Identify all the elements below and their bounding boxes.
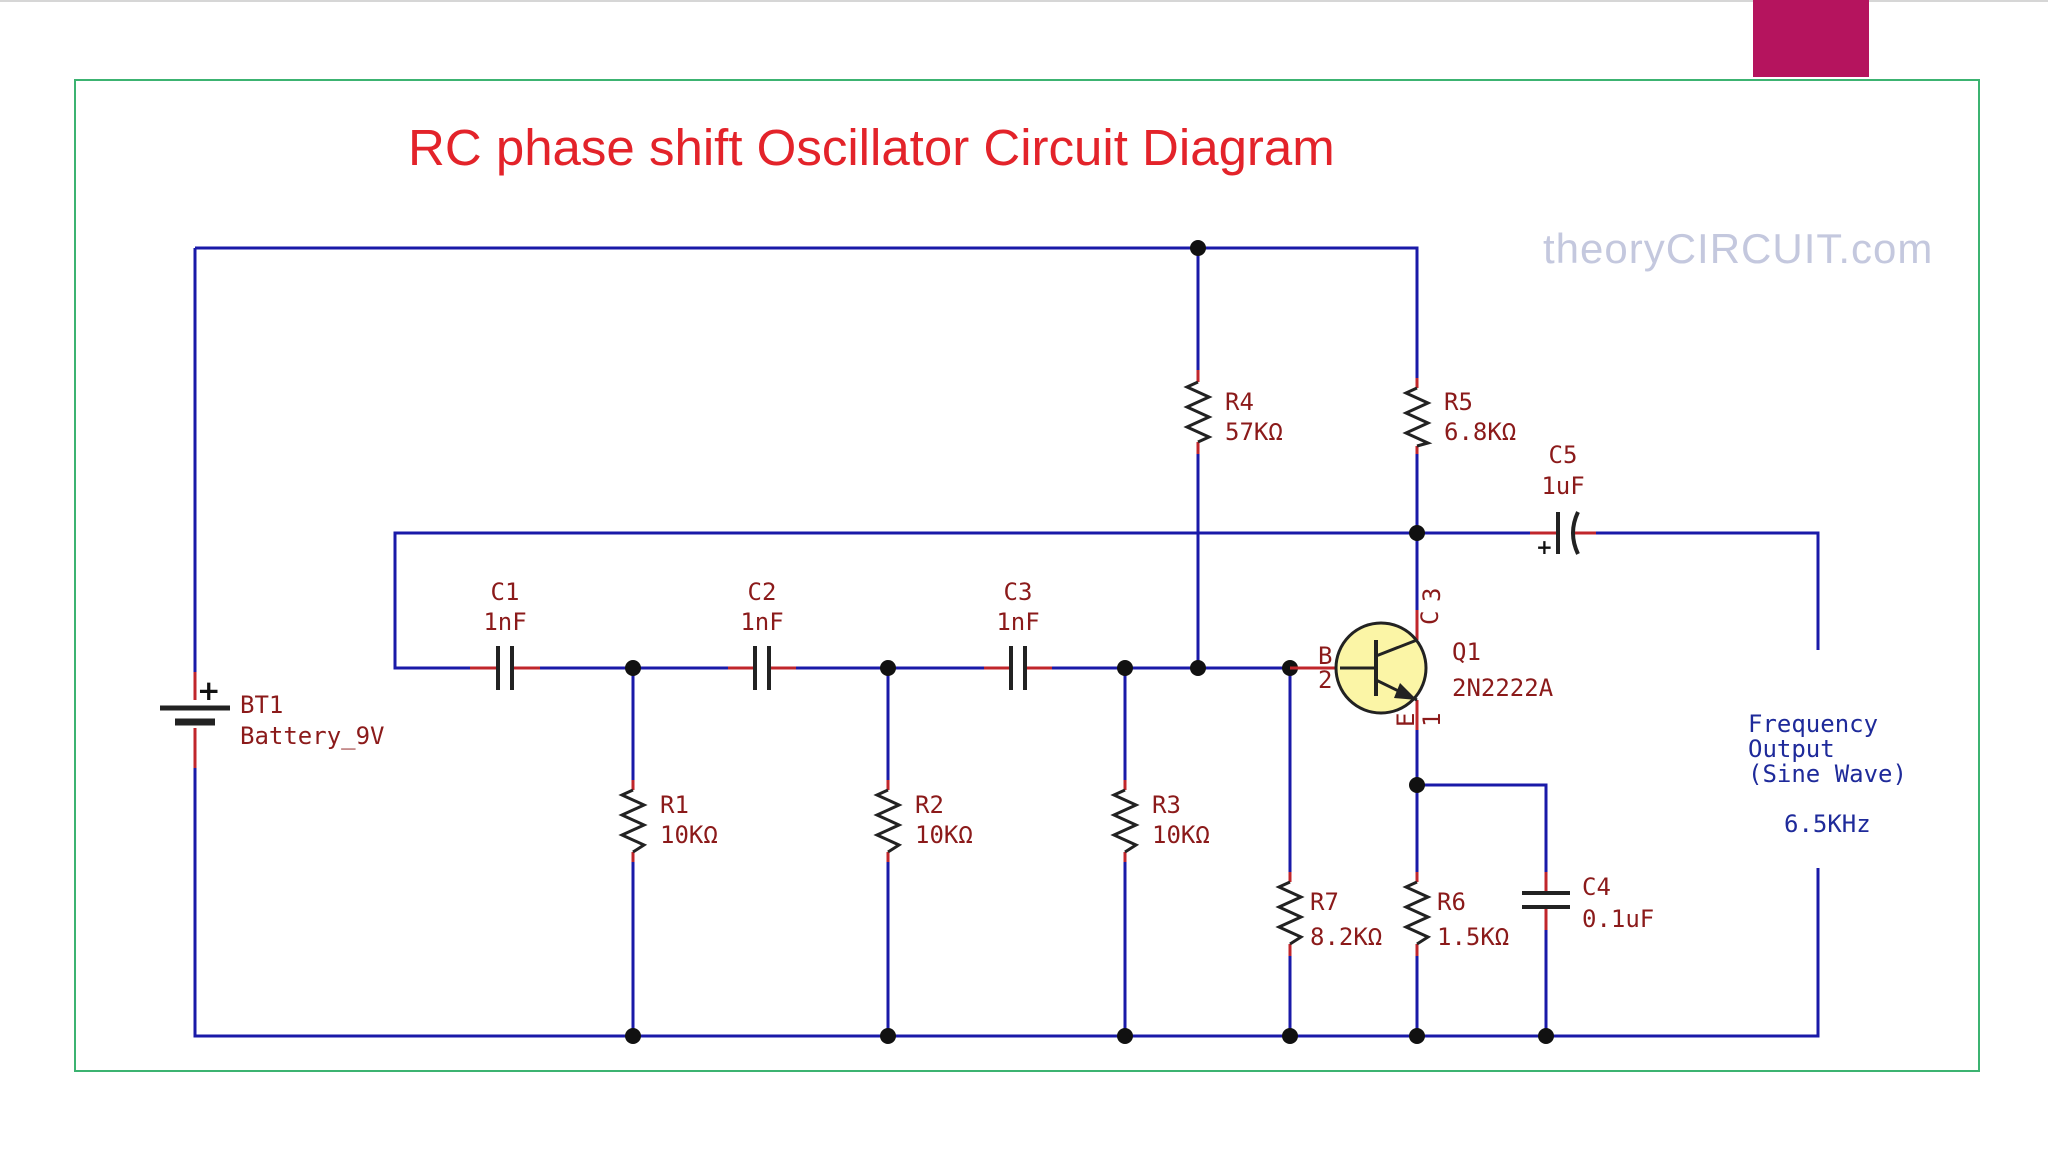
output-line-1: Frequency — [1748, 710, 1878, 738]
diagram-title: RC phase shift Oscillator Circuit Diagra… — [408, 119, 1335, 176]
junction-dot — [1190, 660, 1206, 676]
battery-plus-sign: + — [197, 674, 220, 707]
q1-pin-c: C — [1416, 611, 1444, 625]
capacitor-c1: C1 1nF — [470, 578, 540, 690]
junction-dot — [625, 660, 641, 676]
resistor-r1: R1 10KΩ — [618, 780, 718, 862]
c1-value: 1nF — [483, 608, 526, 636]
junction-dot — [1409, 777, 1425, 793]
r1-ref: R1 — [660, 791, 689, 819]
output-line-3: (Sine Wave) — [1748, 760, 1907, 788]
wire-c4-top — [1417, 783, 1548, 872]
capacitor-c5: + C5 1uF — [1530, 441, 1596, 559]
junction-dot — [1538, 1028, 1554, 1044]
r4-value: 57KΩ — [1225, 418, 1283, 446]
wire-feedback — [393, 531, 1417, 670]
r6-ref: R6 — [1437, 888, 1466, 916]
junction-dot — [1409, 1028, 1425, 1044]
c3-value: 1nF — [996, 608, 1039, 636]
bt1-value: Battery_9V — [240, 722, 385, 750]
r4-ref: R4 — [1225, 388, 1254, 416]
r3-value: 10KΩ — [1152, 821, 1210, 849]
c5-value: 1uF — [1541, 472, 1584, 500]
diagram-frame — [74, 79, 1980, 1072]
q1-emitter-arrow — [1394, 683, 1417, 700]
junction-dot — [1282, 1028, 1298, 1044]
q1-pin-e-num: 1 — [1418, 713, 1446, 727]
r6-value: 1.5KΩ — [1437, 923, 1509, 951]
watermark: theoryCIRCUIT.com — [1543, 225, 1934, 272]
c2-value: 1nF — [740, 608, 783, 636]
capacitor-c4: C4 0.1uF — [1522, 872, 1654, 933]
r5-ref: R5 — [1444, 388, 1473, 416]
top-divider — [0, 0, 2048, 2]
resistor-r3: R3 10KΩ — [1110, 780, 1210, 862]
r2-value: 10KΩ — [915, 821, 973, 849]
output-line-2: Output — [1748, 735, 1835, 763]
resistor-r2: R2 10KΩ — [873, 780, 973, 862]
c4-value: 0.1uF — [1582, 905, 1654, 933]
resistor-r5: R5 6.8KΩ — [1402, 378, 1516, 454]
resistor-r7: R7 8.2KΩ — [1275, 872, 1382, 956]
q1-pin-b: B — [1318, 642, 1332, 670]
r1-value: 10KΩ — [660, 821, 718, 849]
accent-block — [1753, 0, 1869, 77]
wire-ground-rail — [193, 768, 1820, 1038]
r7-ref: R7 — [1310, 888, 1339, 916]
r3-ref: R3 — [1152, 791, 1181, 819]
c5-ref: C5 — [1549, 441, 1578, 469]
q1-pin-e: E — [1392, 713, 1420, 727]
capacitor-c3: C3 1nF — [984, 578, 1052, 690]
junction-dot — [1117, 660, 1133, 676]
wire-top-rail — [195, 246, 1419, 378]
r2-ref: R2 — [915, 791, 944, 819]
wires — [193, 246, 1820, 1038]
junction-dot — [1409, 525, 1425, 541]
q1-ref: Q1 — [1452, 638, 1481, 666]
junction-dot — [880, 1028, 896, 1044]
junction-dot — [1190, 240, 1206, 256]
q1-value: 2N2222A — [1452, 674, 1554, 702]
output-frequency: 6.5KHz — [1784, 810, 1871, 838]
q1-pin-b-num: 2 — [1318, 666, 1332, 694]
transistor-q1: B 2 C 3 E 1 Q1 2N2222A — [1290, 588, 1554, 730]
q1-pin-c-num: 3 — [1418, 588, 1446, 602]
junctions — [625, 240, 1554, 1044]
c2-ref: C2 — [748, 578, 777, 606]
resistor-r6: R6 1.5KΩ — [1402, 872, 1509, 956]
battery-bt1: + BT1 Battery_9V — [160, 672, 385, 768]
resistor-r4: R4 57KΩ — [1183, 370, 1283, 454]
junction-dot — [625, 1028, 641, 1044]
junction-dot — [880, 660, 896, 676]
junction-dot — [1117, 1028, 1133, 1044]
r7-value: 8.2KΩ — [1310, 923, 1382, 951]
c5-plus-sign: + — [1536, 535, 1553, 559]
wire-c5-right — [1596, 531, 1820, 650]
capacitor-c2: C2 1nF — [728, 578, 796, 690]
c1-ref: C1 — [491, 578, 520, 606]
output-label: Frequency Output (Sine Wave) 6.5KHz — [1748, 710, 1907, 838]
c3-ref: C3 — [1004, 578, 1033, 606]
r5-value: 6.8KΩ — [1444, 418, 1516, 446]
bt1-ref: BT1 — [240, 691, 283, 719]
c4-ref: C4 — [1582, 873, 1611, 901]
